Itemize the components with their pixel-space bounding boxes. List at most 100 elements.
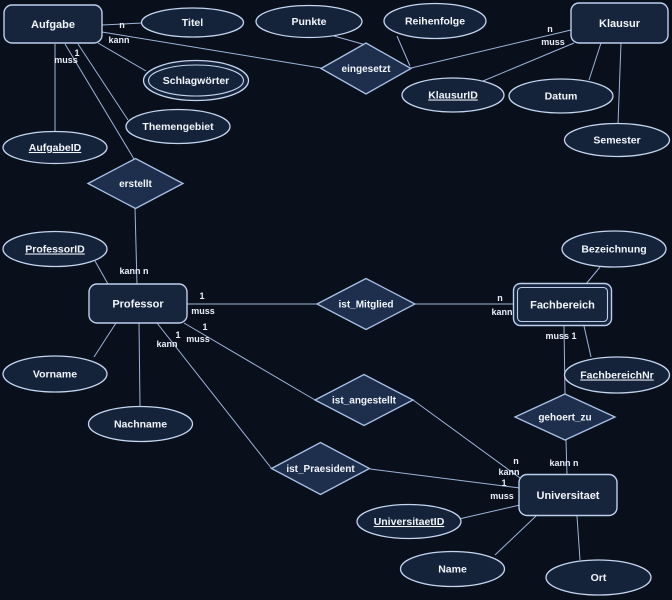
edge-aufgabe-schlagwoerter [97, 42, 147, 72]
edge-name-universitaet [494, 515, 537, 556]
entity-fachbereich-weak: Fachbereich [512, 282, 613, 327]
attribute-label: Themengebiet [142, 121, 214, 133]
cardinality-professor-istmitglied-card: 1 [199, 291, 204, 301]
edge-aufgabe-themengebiet [77, 43, 129, 121]
edge-klausur-datum [588, 42, 602, 81]
edge-gehoertzu-universitaet [565, 439, 568, 476]
entity-universitaet: Universitaet [518, 473, 618, 517]
edge-vorname-professor [93, 322, 117, 358]
attribute-label: Vorname [33, 369, 77, 381]
attribute-label: Nachname [114, 419, 167, 431]
relationship-label: eingesetzt [342, 64, 392, 75]
attribute-themengebiet: Themengebiet [125, 108, 231, 145]
attribute-bezeichnung: Bezeichnung [561, 230, 667, 268]
relationship-ist-mitglied: ist_Mitglied [315, 277, 417, 331]
cardinality-professor-istmitglied-mod: muss [191, 306, 215, 316]
attribute-label: Titel [182, 17, 203, 29]
attribute-label: FachbereichNr [580, 370, 654, 382]
cardinality-professor-erstellt: kann n [119, 266, 148, 276]
edge-fachbereich-gehoertzu [563, 325, 566, 395]
cardinality-universitaet-istangestellt-mod: kann [498, 467, 519, 477]
edge-fachbereich-fachbereichnr [583, 325, 592, 358]
relationship-eingesetzt: eingesetzt [319, 42, 413, 95]
cardinality-professor-istangestellt-mod: muss [186, 334, 210, 344]
cardinality-fachbereich-gehoertzu: muss 1 [545, 331, 576, 341]
attribute-universitaetid-key: UniversitaetID [356, 503, 462, 540]
edge-reihenfolge-eingesetzt [396, 35, 411, 67]
cardinality-universitaet-istangestellt-card: n [513, 456, 519, 466]
attribute-label: Semester [593, 135, 640, 147]
edge-bezeichnung-fachbereich [585, 266, 601, 285]
attribute-fachbereichnr-key: FachbereichNr [563, 356, 671, 394]
relationship-label: ist_Mitglied [338, 300, 393, 311]
relationship-label: erstellt [119, 179, 152, 190]
attribute-label: KlausurID [428, 90, 478, 102]
attribute-reihenfolge: Reihenfolge [383, 2, 487, 40]
entity-aufgabe: Aufgabe [3, 4, 103, 44]
edge-aufgabe-titel [101, 22, 143, 26]
cardinality-klausur-eingesetzt-mod: muss [541, 37, 565, 47]
attribute-titel: Titel [140, 7, 245, 38]
entity-label: Aufgabe [31, 19, 75, 31]
edge-professorid-professor [94, 260, 109, 285]
cardinality-aufgabe-erstellt-card: 1 [74, 48, 79, 58]
attribute-label: Bezeichnung [581, 244, 646, 256]
cardinality-labels: n kann n muss 1 muss kann n 1 muss n kan… [54, 20, 578, 501]
edge-istpraesident-universitaet [369, 468, 521, 489]
cardinality-universitaet-istpraesident-mod: muss [490, 491, 514, 501]
edge-klausur-klausurid [482, 42, 575, 82]
attribute-label: UniversitaetID [374, 516, 445, 528]
entity-klausur: Klausur [570, 2, 669, 44]
attribute-label: Punkte [291, 16, 326, 28]
attribute-label: Reihenfolge [405, 16, 465, 28]
relationship-label: ist_Praesident [286, 464, 355, 475]
attribute-vorname: Vorname [2, 355, 108, 393]
attribute-punkte: Punkte [255, 4, 363, 39]
relationship-ist-praesident: ist_Praesident [270, 441, 371, 496]
attribute-label: Ort [591, 572, 607, 584]
relationship-erstellt: erstellt [86, 157, 185, 210]
attribute-label: Schlagwörter [163, 75, 230, 87]
relationship-label: gehoert_zu [538, 413, 591, 424]
attribute-label: Datum [545, 91, 578, 103]
attribute-ort: Ort [545, 559, 652, 596]
edge-ort-universitaet [576, 515, 581, 561]
edge-professor-istpraesident [156, 322, 273, 470]
cardinality-aufgabe-eingesetzt-mod: kann [108, 35, 129, 45]
attribute-klausurid-key: KlausurID [401, 77, 505, 113]
edge-aufgabe-eingesetzt [101, 31, 322, 69]
attribute-aufgabeid-key: AufgabeID [2, 130, 108, 165]
cardinality-fachbereich-istmitglied-mod: kann [491, 307, 512, 317]
cardinality-professor-istpraesident-card: 1 [175, 330, 180, 340]
edge-erstellt-professor [134, 207, 138, 285]
edge-punkte-eingesetzt [333, 35, 367, 46]
edge-nachname-professor [138, 322, 141, 408]
attribute-professorid-key: ProfessorID [2, 230, 108, 268]
attribute-schlagwoerter-multivalued: Schlagwörter [142, 59, 250, 102]
edge-universitaetid-universitaet [458, 504, 521, 520]
edge-professor-istangestellt [183, 322, 316, 401]
entity-label: Fachbereich [530, 300, 595, 312]
relationship-label: ist_angestellt [332, 396, 397, 407]
cardinality-professor-istpraesident-mod: kann [156, 339, 177, 349]
attribute-nachname: Nachname [87, 405, 194, 443]
attribute-label: ProfessorID [25, 244, 85, 256]
cardinality-klausur-eingesetzt-card: n [547, 24, 553, 34]
cardinality-universitaet-istpraesident-card: 1 [501, 478, 506, 488]
relationship-gehoert-zu: gehoert_zu [513, 393, 617, 441]
cardinality-fachbereich-istmitglied-card: n [497, 293, 503, 303]
edge-eingesetzt-klausur [410, 29, 572, 69]
cardinality-aufgabe-eingesetzt-card: n [119, 20, 125, 30]
connection-lines [54, 22, 622, 561]
attribute-semester: Semester [563, 122, 671, 158]
attribute-label: Name [438, 564, 467, 576]
cardinality-universitaet-gehoertzu: kann n [549, 458, 578, 468]
cardinality-aufgabe-erstellt-mod: muss [54, 55, 78, 65]
relationship-ist-angestellt: ist_angestellt [313, 373, 415, 427]
attribute-datum: Datum [508, 78, 614, 114]
attribute-label: AufgabeID [29, 142, 82, 154]
edge-istangestellt-universitaet [412, 399, 521, 479]
cardinality-professor-istangestellt-card: 1 [202, 322, 207, 332]
entity-label: Klausur [599, 18, 641, 30]
